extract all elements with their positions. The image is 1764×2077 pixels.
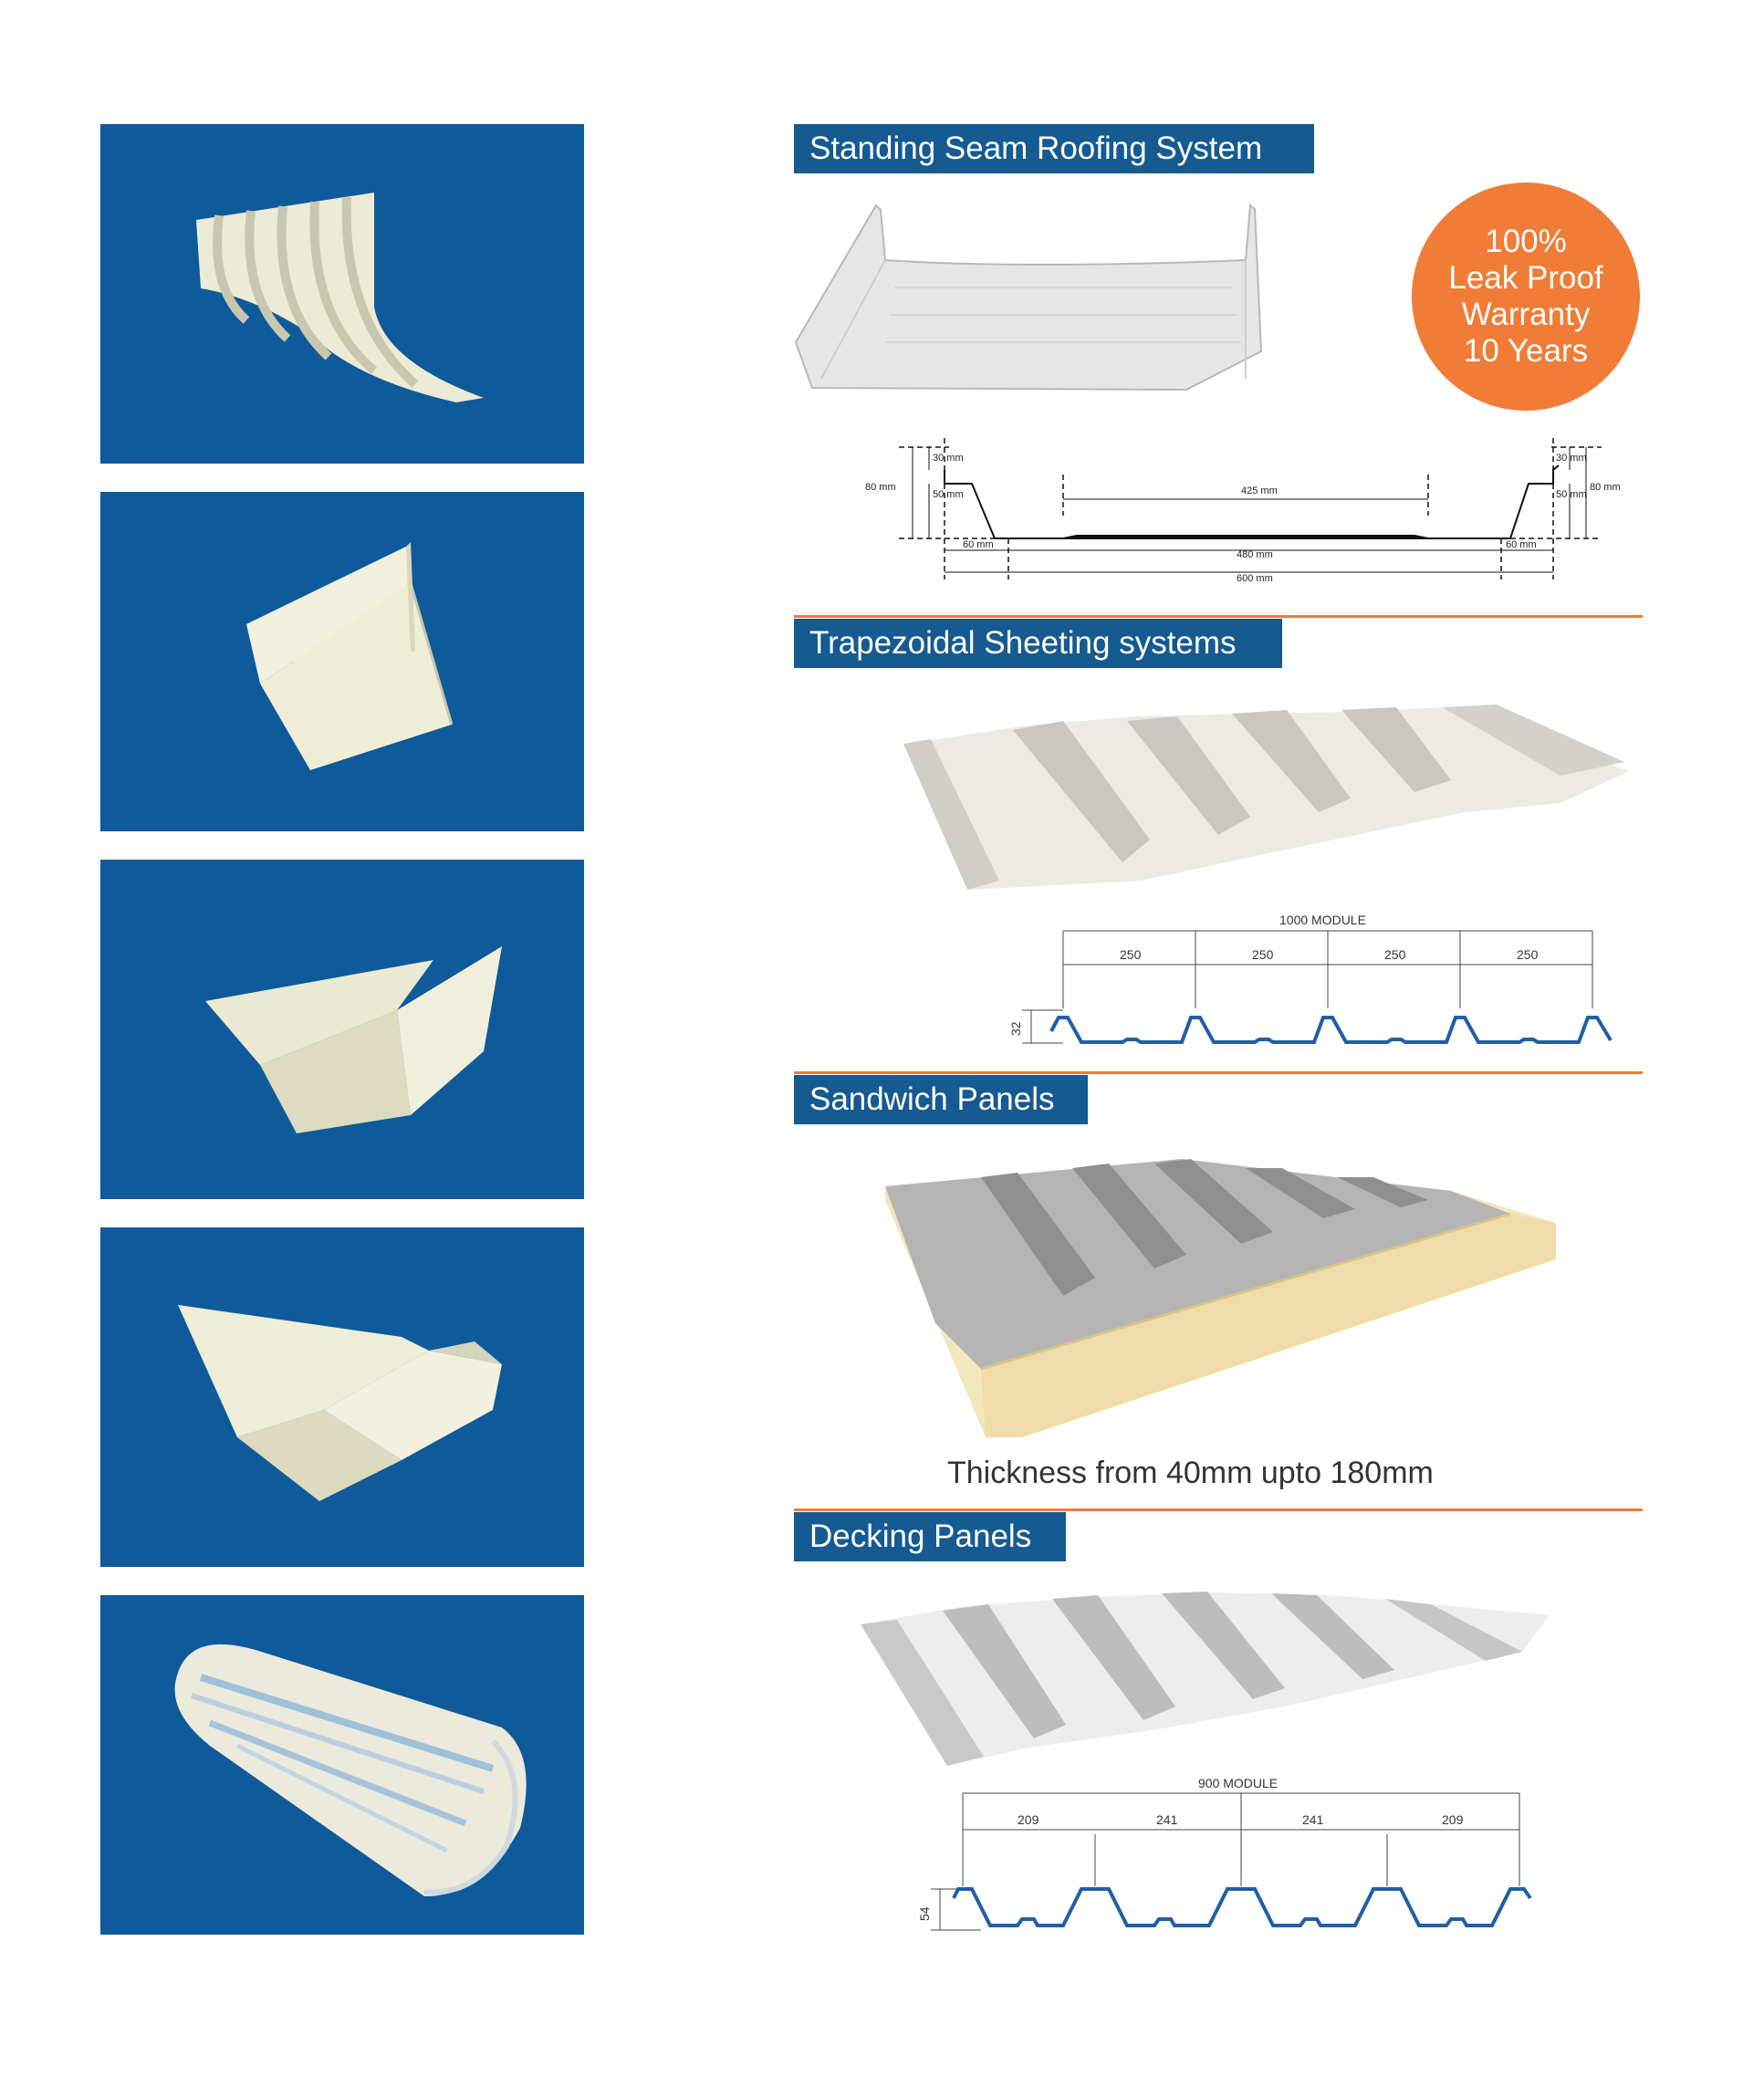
- dim-80mm-right: 80 mm: [1590, 482, 1621, 493]
- dim-50mm-left: 50 mm: [933, 489, 964, 500]
- trapezoidal-span-3: 250: [1384, 947, 1406, 962]
- decking-title: Decking Panels: [794, 1512, 1066, 1561]
- eave-flashing-image: [205, 946, 502, 1133]
- dim-60mm-left: 60 mm: [963, 539, 994, 550]
- gutter-flashing-image: [178, 1305, 502, 1501]
- standing-seam-profile-diagram: 30 mm 50 mm 80 mm 425 mm 60 mm 480 mm 60…: [865, 438, 1621, 584]
- standing-seam-sheet-image: [794, 204, 1263, 391]
- dim-30mm-left: 30 mm: [933, 453, 964, 464]
- dim-60mm-right: 60 mm: [1506, 539, 1537, 550]
- gutter-flashing-panel: [100, 1227, 584, 1567]
- decking-module-label: 900 MODULE: [1198, 1776, 1278, 1790]
- section-divider-2: [794, 1071, 1643, 1074]
- decking-height-label: 54: [917, 1906, 932, 1921]
- round-downpipe-panel: [100, 1595, 584, 1935]
- sandwich-panel-image: [885, 1159, 1556, 1437]
- trapezoidal-title: Trapezoidal Sheeting systems: [794, 619, 1282, 668]
- dim-480mm: 480 mm: [1237, 549, 1273, 560]
- decking-panel-image: [861, 1592, 1550, 1766]
- sandwich-thickness-caption: Thickness from 40mm upto 180mm: [947, 1456, 1434, 1490]
- curved-sheet-panel: [100, 124, 584, 464]
- decking-span-4: 209: [1442, 1812, 1464, 1827]
- ridge-flashing-image: [246, 542, 454, 770]
- decking-span-3: 241: [1302, 1812, 1324, 1827]
- dim-425mm: 425 mm: [1241, 485, 1278, 496]
- dim-50mm-right: 50 mm: [1556, 489, 1587, 500]
- trapezoidal-module-label: 1000 MODULE: [1279, 913, 1366, 927]
- trapezoidal-height-label: 32: [1008, 1021, 1023, 1036]
- trapezoidal-profile-diagram: 1000 MODULE 250 250 250 250 32: [1008, 913, 1613, 1044]
- trapezoidal-span-2: 250: [1252, 947, 1274, 962]
- warranty-badge: 100% Leak Proof Warranty 10 Years: [1412, 183, 1640, 411]
- decking-profile-diagram: 900 MODULE 209 241 241 209 54: [917, 1776, 1532, 1931]
- badge-line-1: 100%: [1485, 224, 1567, 259]
- badge-line-3: Warranty: [1461, 297, 1591, 332]
- dim-80mm-left: 80 mm: [865, 482, 896, 493]
- decking-span-2: 241: [1156, 1812, 1178, 1827]
- badge-line-4: 10 Years: [1463, 333, 1589, 369]
- badge-line-2: Leak Proof: [1448, 260, 1603, 296]
- dim-30mm-right: 30 mm: [1556, 453, 1587, 464]
- section-divider-1: [794, 615, 1643, 618]
- dim-600mm: 600 mm: [1237, 573, 1273, 584]
- trapezoidal-sheet-image: [903, 705, 1629, 890]
- eave-flashing-panel: [100, 860, 584, 1199]
- standing-seam-title: Standing Seam Roofing System: [794, 124, 1314, 173]
- round-downpipe-image: [174, 1644, 527, 1896]
- sandwich-title: Sandwich Panels: [794, 1075, 1088, 1124]
- trapezoidal-span-1: 250: [1120, 947, 1142, 962]
- trapezoidal-span-4: 250: [1517, 947, 1539, 962]
- curved-roof-sheet-image: [196, 193, 484, 402]
- section-divider-3: [794, 1508, 1643, 1511]
- decking-span-1: 209: [1018, 1812, 1039, 1827]
- ridge-flashing-panel: [100, 492, 584, 831]
